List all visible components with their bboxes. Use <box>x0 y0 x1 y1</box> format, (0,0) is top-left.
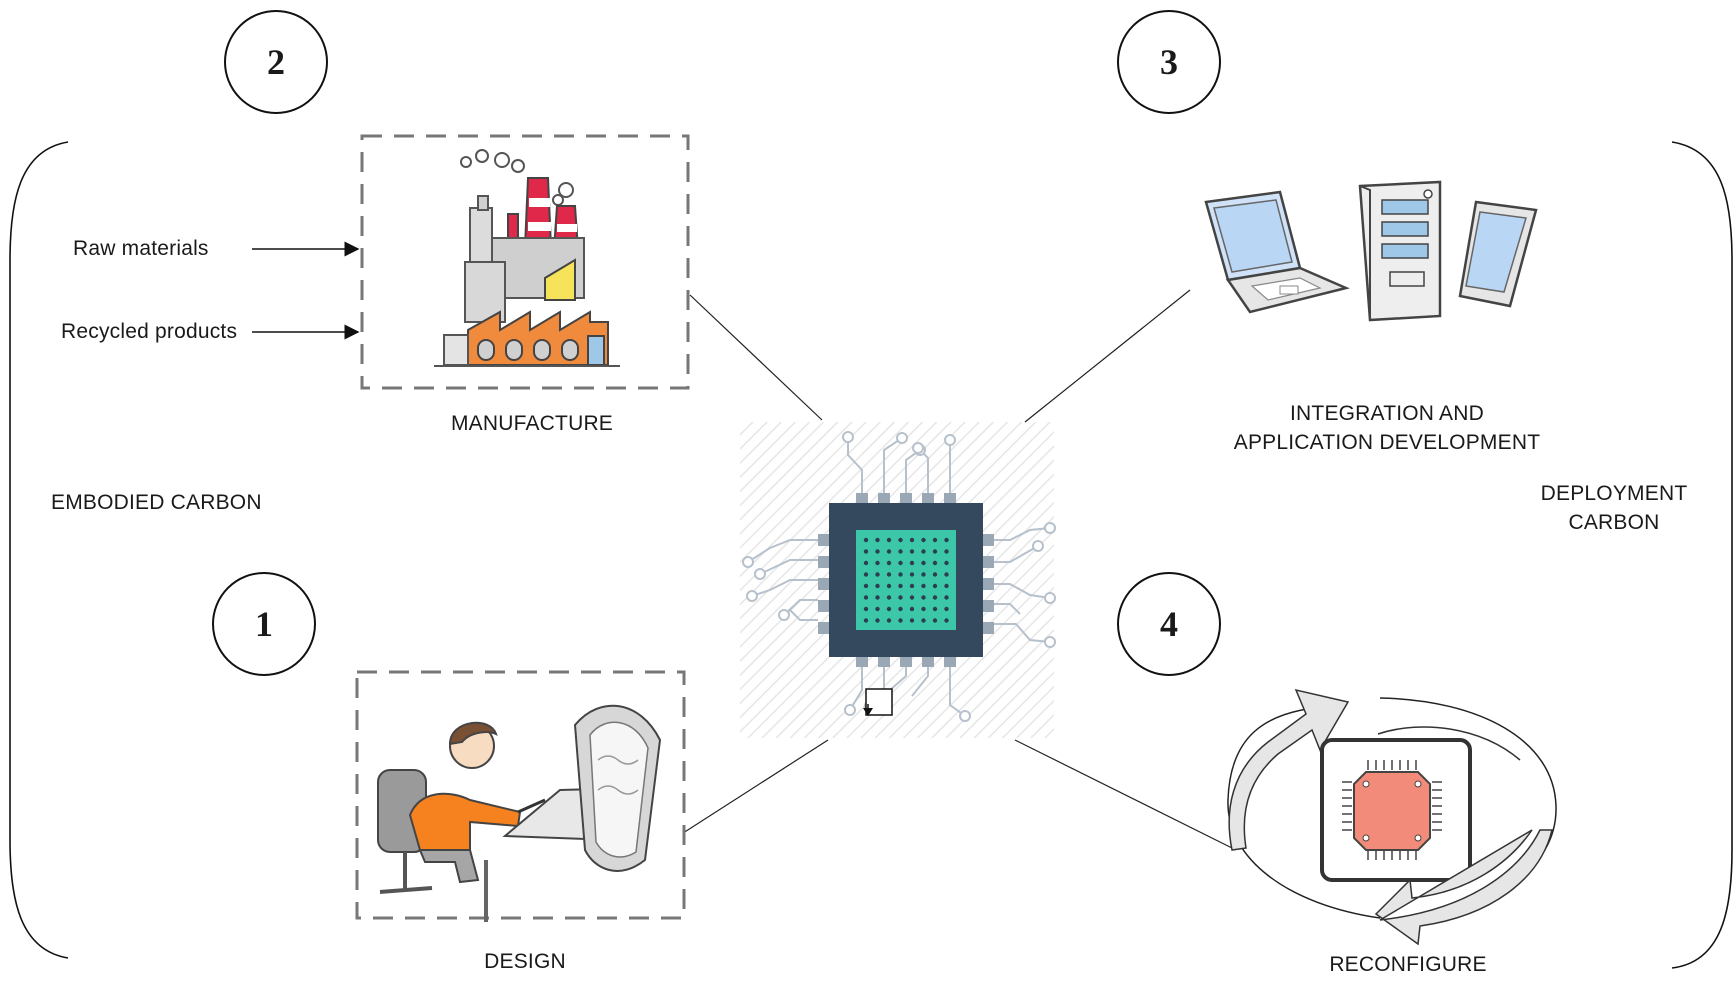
chip-core-dot <box>886 595 892 600</box>
chip-core-dot <box>886 537 892 543</box>
chip-core-dot <box>875 537 880 543</box>
chip-core-dot <box>863 560 869 566</box>
step-4-badge: 4 <box>1117 572 1221 676</box>
deployment-carbon-bracket <box>1671 141 1733 969</box>
chip-core-dot <box>863 572 869 577</box>
chip-core-dot <box>886 560 892 566</box>
design-label: DESIGN <box>484 950 566 973</box>
chip-core-dot <box>921 606 926 612</box>
chip-core-dot <box>921 537 926 543</box>
chip-core-dot <box>875 549 880 554</box>
chip-core-dot <box>898 572 903 577</box>
chip-core-dot <box>898 560 903 566</box>
chip-core-dot <box>944 618 949 623</box>
chip-core-dot <box>944 560 949 566</box>
chip-core-dot <box>898 549 903 554</box>
chip-core-dot <box>932 537 938 543</box>
manufacture-label: MANUFACTURE <box>450 412 614 435</box>
embodied-carbon-bracket <box>9 141 69 959</box>
chip-core-dot <box>875 595 880 600</box>
chip-core-dot <box>898 537 903 543</box>
deployment-carbon-label-line2: CARBON <box>1568 511 1660 534</box>
factory-icon <box>434 149 620 367</box>
chip-core-dot <box>886 549 892 554</box>
chip-core-dot <box>921 595 926 600</box>
step-3-badge: 3 <box>1117 10 1221 114</box>
chip-core-dot <box>863 583 869 589</box>
recycled-products-label: Recycled products <box>61 320 238 343</box>
chip-core-dot <box>932 618 938 623</box>
chip-core-dot <box>932 549 938 554</box>
chip-core-dot <box>944 549 949 554</box>
chip-core-dot <box>944 583 949 589</box>
chip-core-dot <box>909 583 915 589</box>
laptop-icon <box>1204 190 1350 314</box>
chip-core-dot <box>863 606 869 612</box>
chip-core-dot <box>932 572 938 577</box>
central-chip-icon <box>740 422 1056 738</box>
chip-core-dot <box>909 595 915 600</box>
chip-core-dot <box>944 595 949 600</box>
smartphone-icon <box>1458 200 1538 308</box>
chip-core-dot <box>932 583 938 589</box>
connector-reconfigure <box>1014 739 1233 849</box>
chip-core-dot <box>921 549 926 554</box>
chip-core-dot <box>909 572 915 577</box>
chip-core-dot <box>932 595 938 600</box>
chip-core-dot <box>875 560 880 566</box>
chip-core-dot <box>875 606 880 612</box>
connector-manufacture <box>689 294 823 421</box>
chip-core-dot <box>921 572 926 577</box>
chip-core-dot <box>886 583 892 589</box>
chip-core-dot <box>909 606 915 612</box>
chip-core-dot <box>921 583 926 589</box>
chip-core-dot <box>886 606 892 612</box>
chip-core-dot <box>898 606 903 612</box>
step-2-badge: 2 <box>224 10 328 114</box>
desktop-tower-icon <box>1358 180 1442 322</box>
chip-core-dot <box>875 572 880 577</box>
connector-integration <box>1024 289 1191 423</box>
step-1-badge: 1 <box>212 572 316 676</box>
raw-materials-label: Raw materials <box>73 237 209 260</box>
chip-core-dot <box>863 595 869 600</box>
chip-core-dot <box>909 618 915 623</box>
chip-core-dot <box>863 537 869 543</box>
designer-at-tablet-icon <box>377 704 662 922</box>
chip-core-dot <box>898 583 903 589</box>
chip-core-dot <box>932 606 938 612</box>
chip-core-dot <box>898 595 903 600</box>
reconfigure-label: RECONFIGURE <box>1329 953 1487 976</box>
chip-core-dot <box>886 618 892 623</box>
chip-core-dot <box>944 606 949 612</box>
chip-core-dot <box>921 618 926 623</box>
chip-core-dot <box>909 537 915 543</box>
chip-core-dot <box>932 560 938 566</box>
chip-core-dot <box>921 560 926 566</box>
chip-core-dot <box>886 572 892 577</box>
integration-label-line2: APPLICATION DEVELOPMENT <box>1233 431 1541 454</box>
connector-design <box>679 739 829 836</box>
chip-reconfigure-icon <box>1227 688 1557 946</box>
chip-core-dot <box>875 583 880 589</box>
chip-core-dot <box>898 618 903 623</box>
deployment-carbon-label-line1: DEPLOYMENT <box>1540 482 1688 505</box>
chip-core-dot <box>909 549 915 554</box>
chip-core-dot <box>944 537 949 543</box>
chip-core-dot <box>863 618 869 623</box>
chip-core-dot <box>875 618 880 623</box>
embodied-carbon-label: EMBODIED CARBON <box>51 491 262 514</box>
chip-core-dot <box>863 549 869 554</box>
integration-label-line1: INTEGRATION AND <box>1290 402 1484 425</box>
chip-core-dot <box>909 560 915 566</box>
chip-core-dot <box>944 572 949 577</box>
